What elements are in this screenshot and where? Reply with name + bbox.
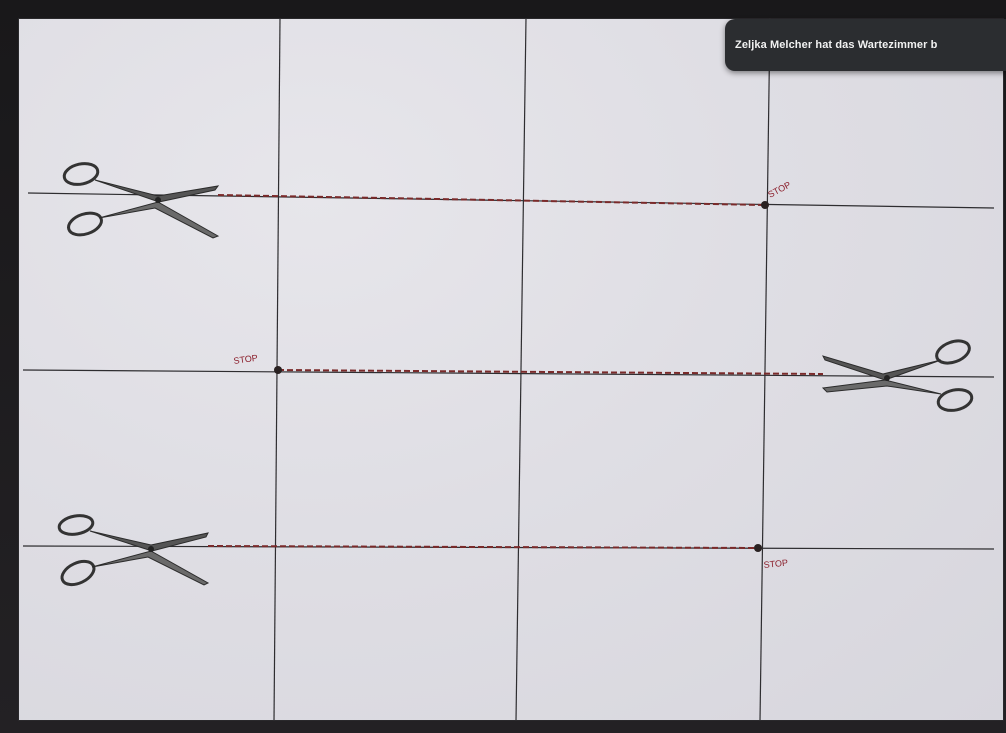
paper-sheet: STOP STOP STOP	[18, 18, 1004, 721]
grid-line-vertical	[516, 18, 526, 721]
stop-dot	[274, 366, 282, 374]
waiting-room-notification[interactable]: Zeljka Melcher hat das Wartezimmer b	[725, 19, 1006, 71]
cut-line-dashed	[218, 195, 765, 205]
stop-label: STOP	[763, 557, 788, 569]
stop-dot	[761, 201, 769, 209]
scissors-icon	[62, 161, 218, 239]
scissors-icon	[58, 513, 208, 589]
cutting-template: STOP STOP STOP	[18, 18, 1004, 721]
stop-label: STOP	[766, 180, 792, 200]
scissors-icon	[823, 337, 974, 414]
notification-text: Zeljka Melcher hat das Wartezimmer b	[735, 39, 937, 51]
grid-line-vertical	[760, 18, 770, 721]
stop-dot	[754, 544, 762, 552]
stop-label: STOP	[233, 353, 258, 366]
